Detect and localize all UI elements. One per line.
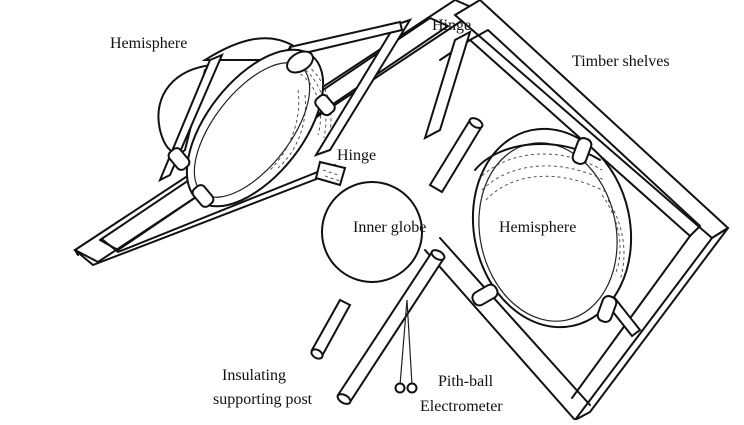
insulating-post bbox=[310, 298, 352, 358]
right-frame-left-rail bbox=[424, 249, 576, 421]
label-hemisphere-left: Hemisphere bbox=[110, 35, 187, 52]
middle-hinge bbox=[314, 160, 347, 187]
left-hemisphere bbox=[167, 48, 336, 208]
label-hinge-middle: Hinge bbox=[337, 147, 376, 164]
label-inner-globe: Inner globe bbox=[353, 219, 426, 236]
inner-globe bbox=[310, 117, 484, 405]
label-insulating-line2: supporting post bbox=[213, 391, 313, 408]
inner-globe-sphere bbox=[321, 181, 423, 283]
label-timber-shelves: Timber shelves bbox=[572, 53, 670, 70]
label-hemisphere-right: Hemisphere bbox=[499, 219, 576, 236]
label-hinge-top: Hinge bbox=[432, 17, 471, 34]
right-hemisphere bbox=[471, 127, 633, 329]
label-pithball-line2: Electrometer bbox=[420, 398, 503, 415]
right-hemisphere-rim bbox=[471, 127, 633, 329]
right-timber-frame bbox=[423, 0, 730, 421]
label-pithball-line1: Pith-ball bbox=[438, 373, 494, 390]
left-frame-bottom-rail bbox=[74, 167, 346, 266]
left-frame-bottom-rail-inner bbox=[102, 164, 336, 253]
pith-ball-electrometer bbox=[394, 299, 418, 394]
left-frame-crossbars bbox=[158, 18, 413, 183]
right-frame-right-rail bbox=[574, 227, 729, 421]
label-insulating-line1: Insulating bbox=[222, 367, 286, 384]
